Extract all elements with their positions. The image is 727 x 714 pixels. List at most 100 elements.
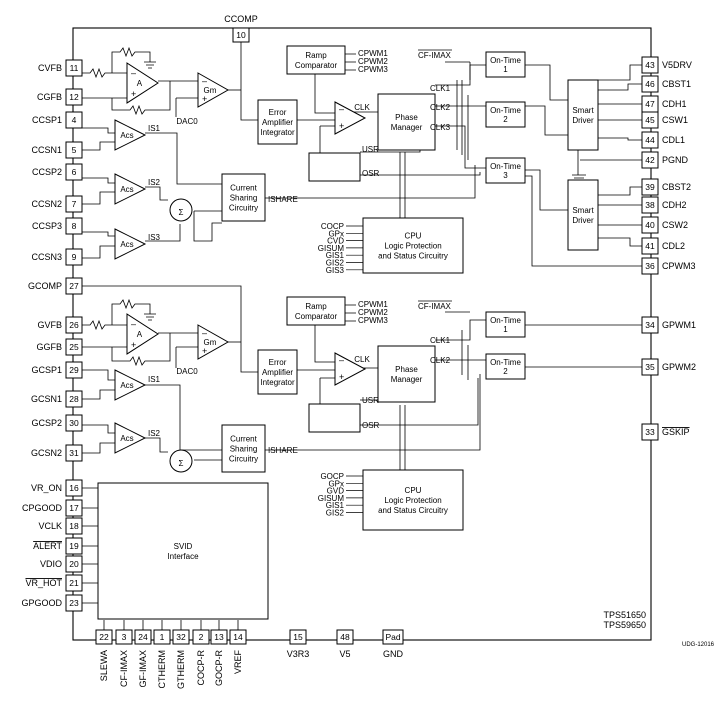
pin-label-gcsp2: GCSP2 bbox=[31, 418, 62, 428]
usr-label-gfx: USR bbox=[362, 396, 379, 405]
osr-usr-core bbox=[308, 152, 361, 182]
pin-num-35: 35 bbox=[645, 362, 655, 372]
amp-a-core-label: A bbox=[137, 79, 143, 88]
pin-box-24 bbox=[134, 629, 152, 645]
pin-num-22: 22 bbox=[99, 632, 109, 642]
pin-label-vdio: VDIO bbox=[40, 559, 62, 569]
error-amplifier-gfx-label: Integrator bbox=[260, 378, 295, 387]
acs-amp-gfx-1-label: Acs bbox=[120, 381, 133, 390]
pin-label-ggfb: GGFB bbox=[36, 342, 62, 352]
pin-box-21 bbox=[65, 574, 83, 592]
pin-label-cdh2: CDH2 bbox=[662, 200, 687, 210]
cpu-block-core bbox=[362, 217, 464, 274]
pin-num-16: 16 bbox=[69, 483, 79, 493]
cpu-block-gfx-label: CPU bbox=[405, 486, 422, 495]
pin-box-13 bbox=[210, 629, 228, 645]
pin-box-17 bbox=[65, 499, 83, 517]
pin-num-10: 10 bbox=[236, 30, 246, 40]
pin-box-19 bbox=[65, 537, 83, 555]
acs-amp-2-label: Acs bbox=[120, 185, 133, 194]
pin-label-cbst2: CBST2 bbox=[662, 182, 691, 192]
cpu-block-core-label: Logic Protection bbox=[384, 242, 441, 251]
acs-amp-gfx-1 bbox=[114, 369, 147, 401]
pin-num-43: 43 bbox=[645, 60, 655, 70]
pin-label-ccsn1: CCSN1 bbox=[31, 145, 62, 155]
cpu-input-core-3: GISUM bbox=[318, 244, 345, 253]
amp-a-gfx-label: A bbox=[137, 330, 143, 339]
pin-box-48 bbox=[336, 629, 354, 645]
pin-label-gpwm1: GPWM1 bbox=[662, 320, 696, 330]
ontime-1-core-label: 1 bbox=[503, 65, 508, 74]
smart-driver-2-label: Smart bbox=[572, 206, 594, 215]
pin-num-23: 23 bbox=[69, 598, 79, 608]
phase-manager-gfx bbox=[377, 345, 436, 403]
pin-box-28 bbox=[65, 390, 83, 408]
pin-box-pad bbox=[382, 629, 404, 645]
pin-box-33 bbox=[641, 423, 659, 441]
pin-label-gocp-r: GOCP-R bbox=[214, 649, 224, 686]
acs-amp-3-label: Acs bbox=[120, 240, 133, 249]
cf-imax-label-core: CF-IMAX bbox=[418, 51, 452, 60]
pin-box-32 bbox=[172, 629, 190, 645]
chip-name-2: TPS59650 bbox=[603, 620, 646, 630]
amp-gm-gfx-minus: – bbox=[202, 328, 207, 338]
ontime-2-gfx bbox=[485, 353, 526, 380]
chip-name-1: TPS51650 bbox=[603, 610, 646, 620]
sum-node-core-symbol: Σ bbox=[179, 208, 184, 217]
pin-num-38: 38 bbox=[645, 200, 655, 210]
pin-box-10 bbox=[232, 27, 250, 43]
sum-node-core bbox=[169, 198, 193, 222]
phase-manager-gfx-label: Phase bbox=[395, 365, 418, 374]
clk2-label-core: CLK2 bbox=[430, 103, 451, 112]
amp-a-gfx bbox=[126, 313, 159, 355]
comparator-gfx-plus: + bbox=[339, 372, 344, 382]
pin-label-csw2: CSW2 bbox=[662, 220, 688, 230]
pin-num-44: 44 bbox=[645, 135, 655, 145]
pin-label-gcomp: GCOMP bbox=[28, 281, 62, 291]
ontime-2-core-label: On-Time bbox=[490, 106, 521, 115]
pin-num-8: 8 bbox=[72, 221, 77, 231]
cpu-block-core-label: CPU bbox=[405, 232, 422, 241]
pin-num-9: 9 bbox=[72, 252, 77, 262]
pin-box-30 bbox=[65, 414, 83, 432]
error-amplifier-core bbox=[257, 99, 298, 145]
cpu-block-gfx-label: and Status Circuitry bbox=[378, 506, 448, 515]
cpwm3-ramp-gfx: CPWM3 bbox=[358, 316, 388, 325]
pin-box-41 bbox=[641, 237, 659, 255]
pin-num-26: 26 bbox=[69, 320, 79, 330]
sum-node-gfx bbox=[169, 449, 193, 473]
pin-label-ctherm: CTHERM bbox=[157, 650, 167, 689]
dac0-label-gfx: DAC0 bbox=[176, 367, 198, 376]
pin-num-15: 15 bbox=[293, 632, 303, 642]
error-amplifier-core-label: Integrator bbox=[260, 128, 295, 137]
current-sharing-gfx bbox=[221, 424, 266, 473]
amp-a-gfx-minus: – bbox=[131, 319, 136, 329]
current-sharing-core-label: Current bbox=[230, 184, 257, 193]
osr-label-core: OSR bbox=[362, 169, 380, 178]
clk1-label-gfx: CLK1 bbox=[430, 336, 451, 345]
cpwm1-ramp-gfx: CPWM1 bbox=[358, 300, 388, 309]
acs-amp-1 bbox=[114, 119, 147, 151]
pin-label-v5drv: V5DRV bbox=[662, 60, 692, 70]
ontime-1-core-label: On-Time bbox=[490, 56, 521, 65]
pin-label-ccsp3: CCSP3 bbox=[32, 221, 62, 231]
amp-a-core-minus: – bbox=[131, 68, 136, 78]
cpu-input-gfx-2: GVD bbox=[327, 487, 345, 496]
osr-label-gfx: OSR bbox=[362, 421, 380, 430]
pin-num-2: 2 bbox=[199, 632, 204, 642]
cpu-input-core-5: GIS2 bbox=[326, 259, 345, 268]
amp-gm-gfx bbox=[197, 324, 230, 360]
ramp-comparator-gfx-label: Comparator bbox=[295, 312, 338, 321]
pin-num-11: 11 bbox=[70, 63, 79, 73]
pin-label-alert: ALERT bbox=[33, 541, 62, 551]
pin-num-46: 46 bbox=[645, 79, 655, 89]
amp-gm-gfx-label: Gm bbox=[204, 338, 217, 347]
cpu-block-core-label: and Status Circuitry bbox=[378, 252, 448, 261]
ontime-2-gfx-label: On-Time bbox=[490, 358, 521, 367]
clk-label-gfx: CLK bbox=[354, 355, 370, 364]
pin-label-cbst1: CBST1 bbox=[662, 79, 691, 89]
pin-num-48: 48 bbox=[340, 632, 350, 642]
ontime-2-gfx-label: 2 bbox=[503, 367, 508, 376]
